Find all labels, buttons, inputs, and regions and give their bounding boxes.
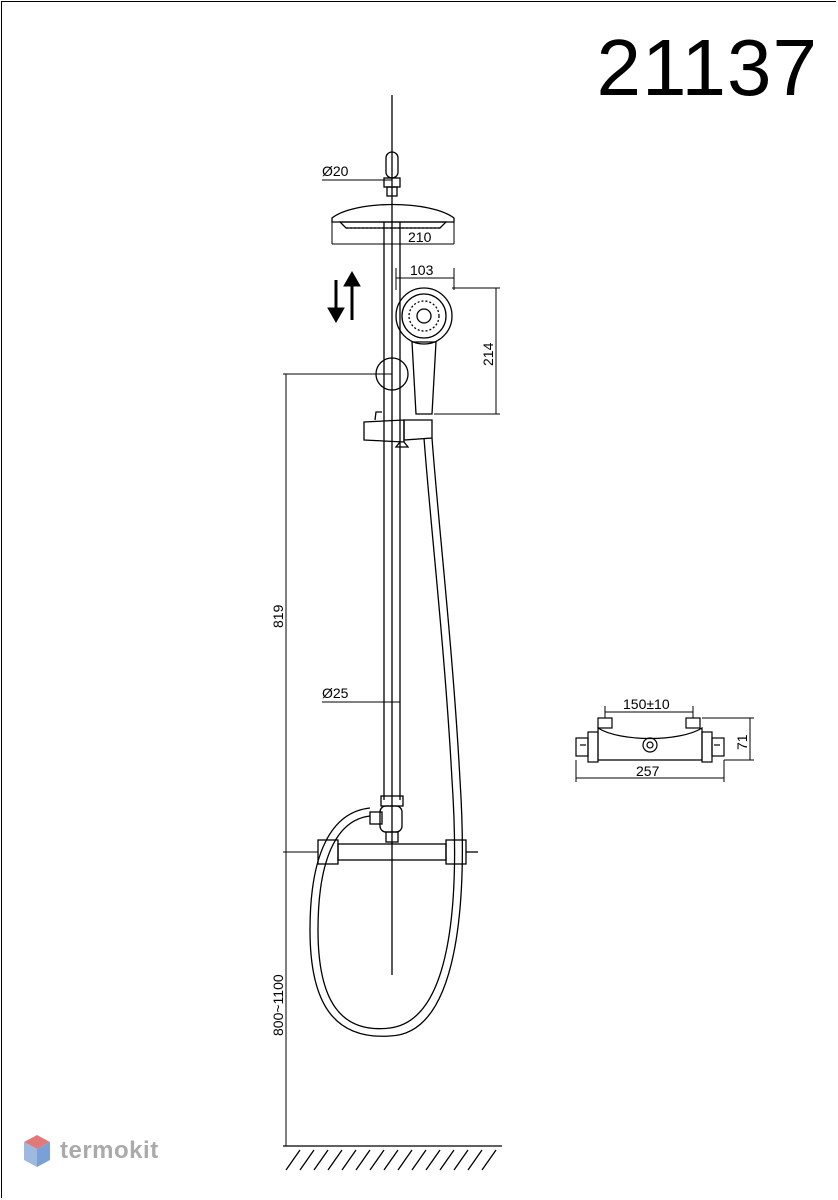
label-head-width: 210 (408, 229, 432, 245)
label-hand-width: 103 (410, 262, 434, 278)
hand-shower (395, 287, 453, 415)
label-top-diameter: Ø20 (322, 163, 349, 179)
brand-watermark: termokit (22, 1134, 159, 1168)
head-shower (331, 203, 455, 229)
slide-arrows-icon (327, 270, 361, 324)
label-mixer-length: 257 (636, 763, 660, 779)
label-mount-height: 800~1100 (270, 974, 286, 1036)
shower-hose-outer (309, 437, 463, 1037)
label-inlet-spacing: 150±10 (623, 696, 670, 712)
label-pipe-diameter: Ø25 (322, 685, 349, 701)
cube-logo-icon (24, 1135, 50, 1167)
brand-name: termokit (60, 1137, 159, 1164)
slide-holder (363, 411, 433, 448)
label-hand-height: 214 (480, 342, 496, 366)
diverter (369, 795, 404, 843)
top-connector (383, 151, 401, 197)
floor-hatch (283, 1145, 502, 1171)
model-number: 21137 (596, 23, 818, 112)
label-rail-height: 819 (270, 604, 286, 628)
shower-hose (317, 437, 456, 1030)
label-mixer-depth: 71 (734, 734, 750, 750)
thermostatic-mixer-front (575, 717, 725, 763)
